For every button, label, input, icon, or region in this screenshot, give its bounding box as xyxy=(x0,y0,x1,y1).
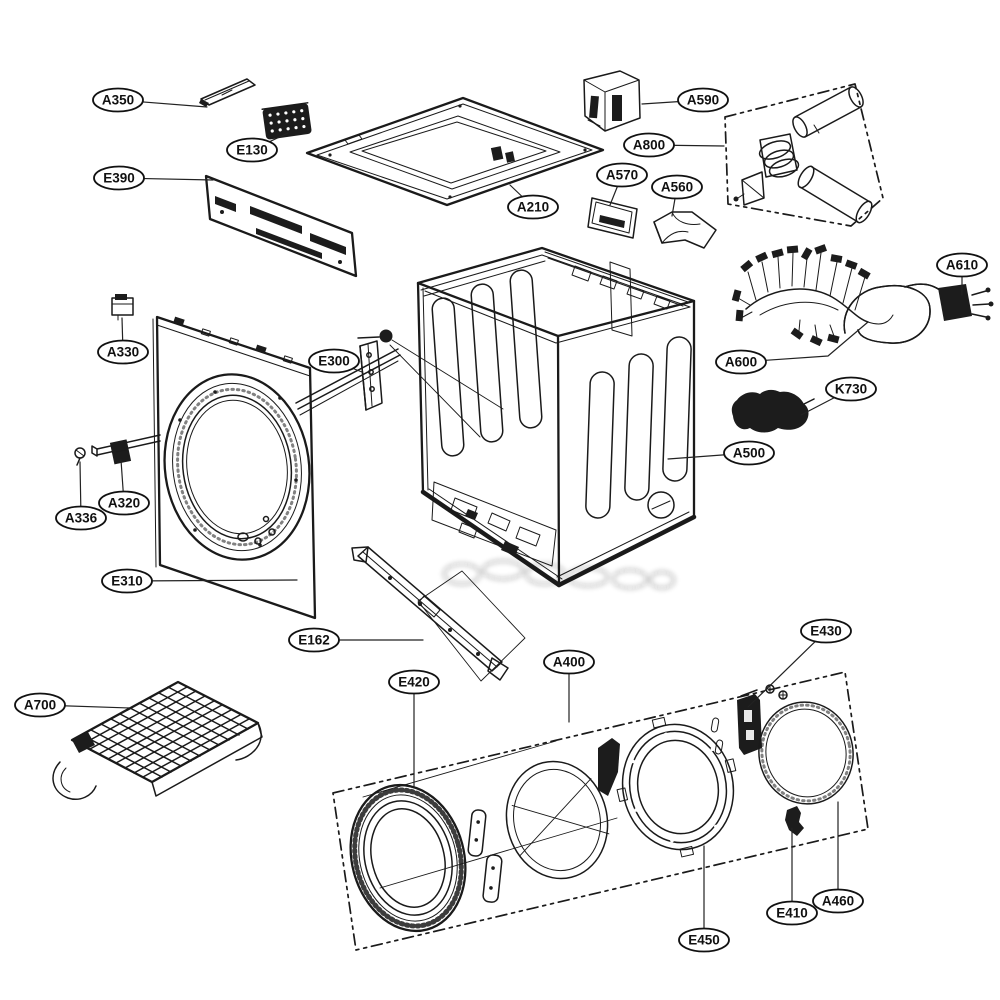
part-wire-harness xyxy=(731,244,894,347)
part-cover-plate xyxy=(587,197,638,239)
svg-text:A210: A210 xyxy=(517,200,549,215)
part-rail-slider xyxy=(91,434,161,465)
part-valve-assembly xyxy=(731,389,815,433)
part-switch xyxy=(111,294,134,321)
part-label-A336[interactable]: A336 xyxy=(55,461,107,531)
part-label-E310[interactable]: E310 xyxy=(101,568,298,594)
part-door-assembly-group xyxy=(332,671,869,951)
part-hose-kit-group xyxy=(724,83,884,227)
part-label-A330[interactable]: A330 xyxy=(97,317,149,365)
part-duct-piece xyxy=(653,211,717,249)
svg-text:A320: A320 xyxy=(108,496,140,511)
hose-upper xyxy=(792,86,864,138)
part-label-A560[interactable]: A560 xyxy=(651,174,703,217)
part-label-A610[interactable]: A610 xyxy=(936,252,988,296)
svg-text:K730: K730 xyxy=(835,382,867,397)
svg-text:E420: E420 xyxy=(398,675,430,690)
svg-text:A700: A700 xyxy=(24,698,56,713)
hose-lower xyxy=(797,165,873,224)
part-label-A800[interactable]: A800 xyxy=(623,132,725,158)
part-front-panel xyxy=(152,315,317,620)
part-label-A590[interactable]: A590 xyxy=(641,87,729,113)
part-grille-box xyxy=(261,102,312,140)
part-label-E162[interactable]: E162 xyxy=(288,627,424,653)
part-hinge-plate-lower xyxy=(482,854,503,903)
svg-text:A590: A590 xyxy=(687,93,719,108)
part-label-A350[interactable]: A350 xyxy=(92,87,208,113)
part-label-A400[interactable]: A400 xyxy=(543,649,595,723)
part-label-E450[interactable]: E450 xyxy=(678,845,730,953)
part-label-A600[interactable]: A600 xyxy=(715,321,869,375)
svg-text:E310: E310 xyxy=(111,574,143,589)
part-lint-filter xyxy=(52,680,263,800)
svg-text:A460: A460 xyxy=(822,894,854,909)
svg-text:A560: A560 xyxy=(661,180,693,195)
part-label-E420[interactable]: E420 xyxy=(388,669,440,789)
part-label-K730[interactable]: K730 xyxy=(800,376,877,416)
part-label-E410[interactable]: E410 xyxy=(766,827,818,926)
part-hinge-cover xyxy=(598,738,620,796)
part-panel-support-bracket xyxy=(204,174,358,278)
hose-clamp-bracket xyxy=(733,171,765,206)
svg-text:E390: E390 xyxy=(103,171,135,186)
part-label-A460[interactable]: A460 xyxy=(812,801,864,914)
svg-text:A500: A500 xyxy=(733,446,765,461)
part-power-cord xyxy=(843,283,994,344)
svg-text:A570: A570 xyxy=(606,168,638,183)
svg-text:E162: E162 xyxy=(298,633,330,648)
part-label-E430[interactable]: E430 xyxy=(747,618,852,708)
part-label-E390[interactable]: E390 xyxy=(93,165,214,191)
hose-elbow xyxy=(758,133,800,178)
svg-text:A330: A330 xyxy=(107,345,139,360)
part-side-bracket xyxy=(295,329,504,438)
part-label-E130[interactable]: E130 xyxy=(226,132,289,163)
part-trim-strip xyxy=(199,78,256,107)
part-top-plate xyxy=(305,96,605,207)
svg-text:E300: E300 xyxy=(318,354,350,369)
svg-text:A800: A800 xyxy=(633,138,665,153)
part-screw xyxy=(74,447,86,466)
part-label-A500[interactable]: A500 xyxy=(667,440,775,466)
part-door-glass-ring xyxy=(758,701,854,805)
part-label-A570[interactable]: A570 xyxy=(596,162,648,206)
part-label-A210[interactable]: A210 xyxy=(507,184,559,220)
svg-text:E450: E450 xyxy=(688,933,720,948)
part-hinge-plate-upper xyxy=(467,809,487,857)
part-door-latch xyxy=(785,806,804,836)
svg-text:E410: E410 xyxy=(776,906,808,921)
part-label-A320[interactable]: A320 xyxy=(98,459,150,516)
svg-text:A600: A600 xyxy=(725,355,757,370)
svg-text:A350: A350 xyxy=(102,93,134,108)
svg-text:E130: E130 xyxy=(236,143,268,158)
part-label-E300[interactable]: E300 xyxy=(308,348,363,374)
part-support-channel xyxy=(351,546,526,682)
part-hinge-assembly xyxy=(710,684,788,755)
svg-text:A610: A610 xyxy=(946,258,978,273)
svg-text:A336: A336 xyxy=(65,511,98,526)
part-door-inner-frame xyxy=(616,716,737,858)
part-label-A700[interactable]: A700 xyxy=(14,692,131,718)
svg-text:E430: E430 xyxy=(810,624,842,639)
svg-text:A400: A400 xyxy=(553,655,585,670)
part-door-frame-ring xyxy=(505,760,610,880)
part-bracket-a590 xyxy=(583,70,641,132)
part-door-outer-ring xyxy=(349,783,467,933)
part-cabinet xyxy=(416,246,697,588)
